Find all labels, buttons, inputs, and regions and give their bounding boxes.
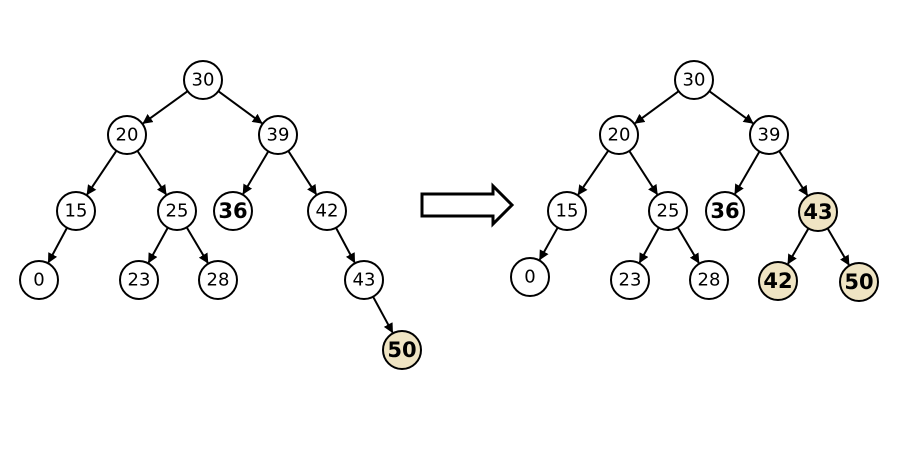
- node-circle: [547, 191, 587, 231]
- edge-arrow: [86, 150, 118, 196]
- edge-arrow: [708, 90, 754, 124]
- edge-arrow: [826, 227, 850, 266]
- tree-node-after-39: 39: [749, 115, 789, 155]
- tree-node-after-50: 50: [839, 262, 879, 302]
- node-circle: [157, 191, 197, 231]
- edge-arrow: [638, 227, 660, 264]
- tree-node-after-20: 20: [599, 115, 639, 155]
- edge-arrow: [778, 150, 809, 196]
- node-circle: [758, 261, 798, 301]
- tree-node-after-30: 30: [674, 60, 714, 100]
- node-circle: [599, 115, 639, 155]
- tree-node-after-43: 43: [798, 192, 838, 232]
- tree-node-before-50: 50: [382, 330, 422, 370]
- tree-node-after-15: 15: [547, 191, 587, 231]
- node-label: 30: [683, 70, 706, 91]
- node-label: 42: [316, 201, 339, 222]
- tree-node-after-28: 28: [689, 260, 729, 300]
- tree-node-before-42: 42: [307, 191, 347, 231]
- edge-arrow: [676, 226, 700, 264]
- node-circle: [119, 260, 159, 300]
- node-label: 30: [192, 70, 215, 91]
- node-label: 42: [763, 269, 792, 293]
- edge-arrow: [335, 227, 356, 264]
- node-label: 39: [267, 125, 290, 146]
- edge-arrow: [577, 150, 610, 196]
- tree-node-before-28: 28: [198, 260, 238, 300]
- node-circle: [213, 191, 253, 231]
- node-circle: [610, 260, 650, 300]
- node-label: 25: [657, 201, 680, 222]
- node-circle: [705, 191, 745, 231]
- nodes-layer: 30 20 39 15 25 36 42 0 23 28 43 50 30 20 39 15 25 36 43 0 23…: [19, 60, 879, 370]
- node-circle: [749, 115, 789, 155]
- node-circle: [344, 260, 384, 300]
- node-circle: [258, 115, 298, 155]
- tree-node-before-43: 43: [344, 260, 384, 300]
- edge-arrow: [136, 150, 167, 196]
- node-label: 50: [387, 338, 416, 362]
- tree-node-before-15: 15: [56, 191, 96, 231]
- node-circle: [198, 260, 238, 300]
- tree-node-after-25: 25: [648, 191, 688, 231]
- edge-arrow: [242, 150, 270, 195]
- node-label: 43: [803, 200, 832, 224]
- tree-node-before-36: 36: [213, 191, 253, 231]
- node-circle: [183, 60, 223, 100]
- node-circle: [648, 191, 688, 231]
- edge-arrow: [217, 90, 263, 124]
- tree-node-before-25: 25: [157, 191, 197, 231]
- tree-node-after-36: 36: [705, 191, 745, 231]
- edge-arrow: [147, 227, 169, 264]
- node-label: 0: [33, 270, 44, 291]
- node-label: 36: [710, 199, 739, 223]
- node-label: 25: [166, 201, 189, 222]
- edge-arrow: [47, 227, 68, 264]
- edge-arrow: [372, 296, 394, 334]
- node-label: 43: [353, 270, 376, 291]
- node-label: 20: [608, 125, 631, 146]
- node-circle: [839, 262, 879, 302]
- edge-arrow: [787, 227, 810, 265]
- tree-node-before-23: 23: [119, 260, 159, 300]
- node-circle: [798, 192, 838, 232]
- edge-arrow: [185, 226, 209, 264]
- node-label: 50: [844, 270, 873, 294]
- tree-node-after-23: 23: [610, 260, 650, 300]
- edge-arrow: [287, 150, 318, 196]
- tree-node-before-39: 39: [258, 115, 298, 155]
- node-circle: [674, 60, 714, 100]
- edge-arrow: [634, 90, 680, 124]
- node-circle: [56, 191, 96, 231]
- edge-arrow: [142, 90, 189, 125]
- node-label: 23: [128, 270, 151, 291]
- node-circle: [510, 257, 550, 297]
- node-label: 23: [619, 270, 642, 291]
- node-label: 39: [758, 125, 781, 146]
- node-label: 15: [65, 201, 88, 222]
- node-circle: [307, 191, 347, 231]
- node-circle: [689, 260, 729, 300]
- tree-node-after-0: 0: [510, 257, 550, 297]
- node-label: 15: [556, 201, 579, 222]
- edges-layer: [47, 90, 850, 334]
- node-label: 0: [524, 267, 535, 288]
- node-label: 36: [218, 199, 247, 223]
- tree-node-after-42: 42: [758, 261, 798, 301]
- node-label: 20: [116, 125, 139, 146]
- transform-arrow-icon: [420, 182, 515, 228]
- edge-arrow: [628, 150, 659, 196]
- edge-arrow: [734, 150, 761, 195]
- node-circle: [382, 330, 422, 370]
- node-circle: [19, 260, 59, 300]
- node-label: 28: [207, 270, 230, 291]
- node-circle: [107, 115, 147, 155]
- tree-node-before-30: 30: [183, 60, 223, 100]
- tree-node-before-20: 20: [107, 115, 147, 155]
- edge-arrow: [538, 227, 559, 261]
- node-label: 28: [698, 270, 721, 291]
- tree-node-before-0: 0: [19, 260, 59, 300]
